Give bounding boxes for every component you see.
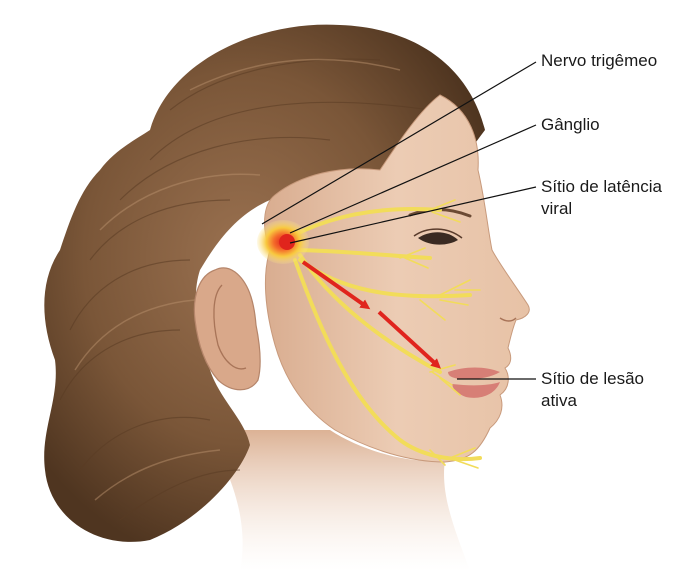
leader-latency: [289, 186, 537, 244]
label-ganglion: Gânglio: [541, 115, 600, 134]
reactivation-arrow-2: [377, 310, 441, 369]
ear-inner: [213, 284, 247, 370]
nerve-fine-branches: [399, 199, 481, 469]
label-lesion-site-line2: ativa: [541, 391, 577, 410]
leader-trigeminal: [261, 61, 537, 225]
lips: [448, 367, 500, 398]
eye: [418, 232, 458, 245]
leader-ganglion: [289, 124, 537, 234]
neck: [205, 430, 470, 571]
hair: [44, 24, 486, 542]
hair-strands: [59, 58, 431, 521]
label-latency-site-line2: viral: [541, 199, 573, 218]
eyelid: [413, 228, 463, 239]
nostril: [499, 317, 517, 322]
ear: [193, 267, 261, 391]
label-trigeminal-nerve: Nervo trigêmeo: [541, 51, 658, 70]
latency-site-focus: [279, 234, 295, 250]
reactivation-arrow-1: [301, 260, 371, 310]
hair-highlights: [74, 58, 401, 501]
label-lesion-site-line1: Sítio de lesão: [541, 369, 645, 388]
label-latency-site-line1: Sítio de latência: [541, 177, 662, 196]
leader-lines: [261, 61, 537, 380]
